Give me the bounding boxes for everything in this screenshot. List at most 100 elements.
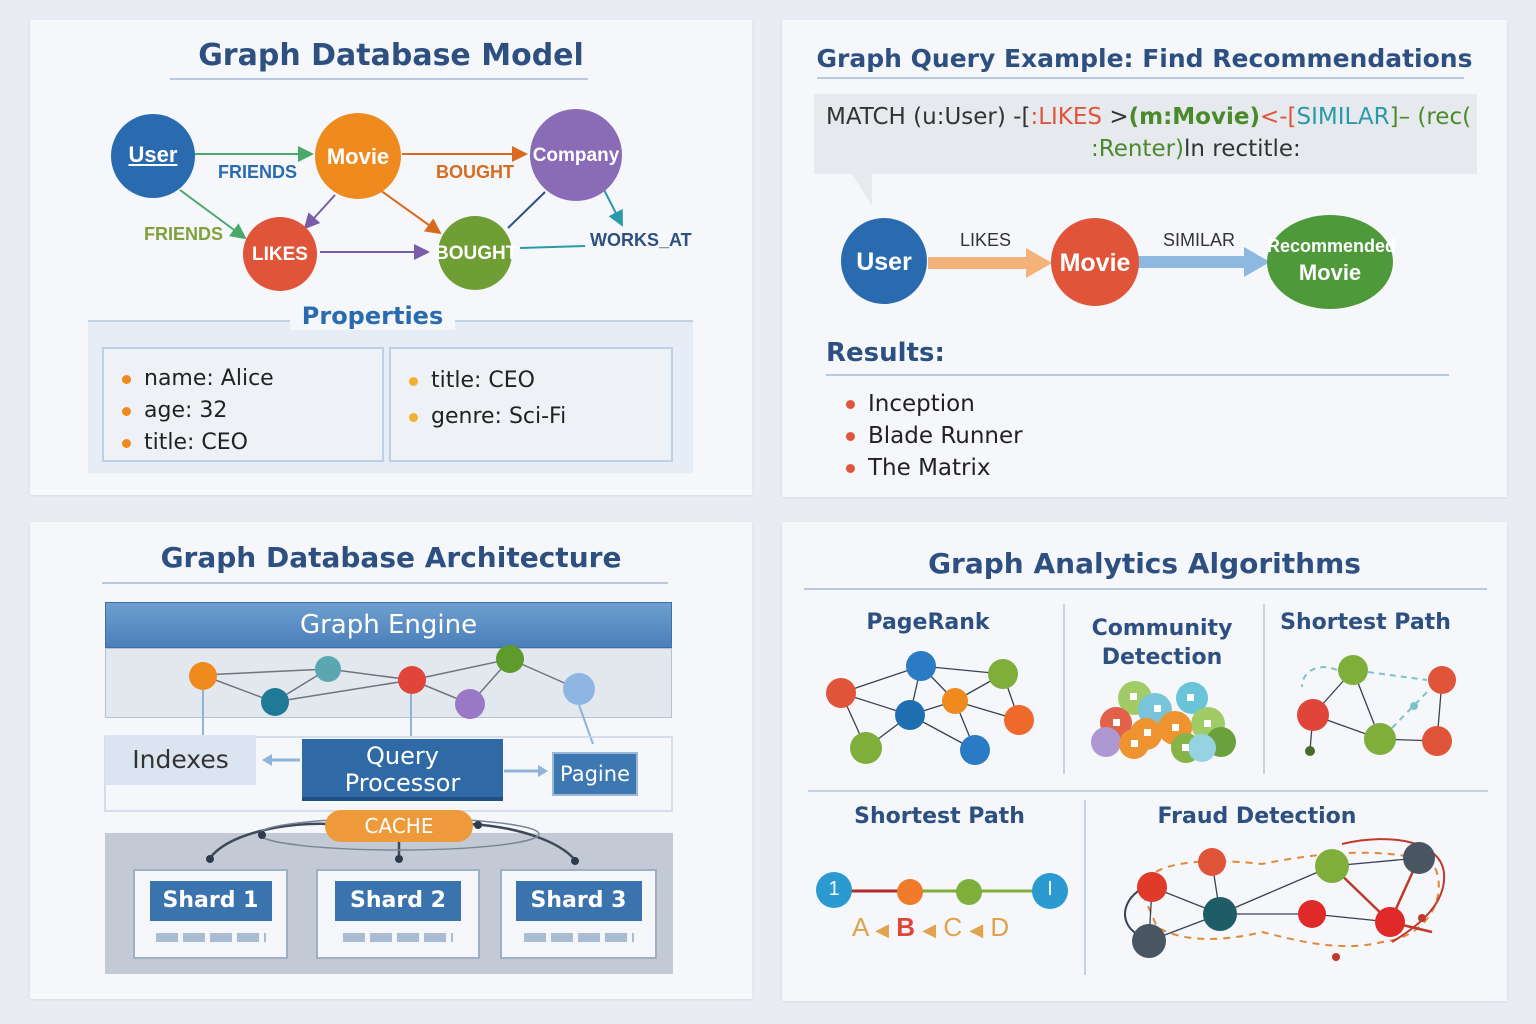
edge-label-bought: BOUGHT (436, 162, 514, 182)
node-user (841, 218, 927, 304)
community-title: Community Detection (1082, 614, 1242, 672)
query-processor-line-2: Processor (344, 769, 461, 797)
node-user-label: User (856, 248, 912, 276)
engine-node (315, 656, 341, 682)
list-item: title: CEO (122, 427, 382, 459)
node-user-label: User (128, 142, 178, 167)
divider-v3 (1084, 800, 1086, 975)
link-dot (474, 821, 482, 829)
path-letter-b: B (896, 912, 916, 942)
path-arrow: ◀ (875, 920, 889, 940)
fraud-node (1403, 842, 1435, 874)
divider-v2 (1263, 604, 1265, 774)
node-recommended-label-1: Recommended (1267, 236, 1397, 256)
divider-h (808, 790, 1488, 792)
path-letter-c: C (943, 912, 963, 942)
fraud-outline (1341, 838, 1446, 943)
node-movie-label: Movie (326, 144, 390, 169)
likes-arrow-shaft (928, 257, 1028, 269)
speech-pointer (852, 174, 872, 206)
engine-node (455, 689, 485, 719)
path-end-right-label: I (1047, 878, 1053, 900)
pagerank-title: PageRank (866, 610, 990, 635)
shortest-node (1364, 723, 1396, 755)
community-title-line-2: Detection (1101, 645, 1223, 670)
engine-node (496, 645, 524, 673)
link-dot (258, 831, 266, 839)
query-line-1: MATCH (u:User) -[:LIKES >(m:Movie)<-[SIM… (826, 104, 1472, 130)
community-marker (1131, 740, 1138, 747)
path-end-left (816, 872, 852, 908)
indexes-box: Indexes (105, 735, 256, 785)
query-line-2: :Renter)ln rectitle: (1091, 136, 1301, 162)
panel-title: Graph Database Model (198, 38, 584, 73)
edge-user-likes (179, 189, 247, 240)
results-title: Results: (826, 338, 945, 368)
community-marker (1182, 744, 1189, 751)
algorithms-diagram (816, 651, 1456, 961)
engine-node (563, 673, 595, 705)
graph-engine-header: Graph Engine (105, 602, 672, 648)
link-dot (395, 855, 403, 863)
node-bought (438, 216, 512, 290)
pagerank-node (850, 732, 882, 764)
edge-bought-works (519, 245, 586, 249)
fraud-detection-title: Fraud Detection (1157, 804, 1357, 829)
edge-label-likes: LIKES (960, 230, 1012, 250)
engine-node (398, 666, 426, 694)
shortest-node (1338, 655, 1368, 685)
shard-blocks (155, 933, 266, 942)
shard-card: Shard 3 (500, 869, 657, 959)
fraud-node (1203, 897, 1237, 931)
query-code-box: MATCH (u:User) -[:LIKES >(m:Movie)<-[SIM… (814, 94, 1477, 174)
query-example-panel: Graph Query Example: Find Recommendation… (782, 20, 1507, 497)
community-node (1188, 734, 1216, 762)
list-item: name: Alice (122, 363, 382, 395)
shard-card: Shard 2 (316, 869, 480, 959)
query-diagram (841, 174, 1393, 309)
engine-edge (273, 679, 413, 703)
shortest-node (1305, 746, 1315, 756)
engine-edge (201, 668, 329, 676)
analytics-panel: Graph Analytics Algorithms PageRank Comm… (782, 522, 1507, 1001)
fraud-node (1298, 900, 1326, 928)
list-item: title: CEO (409, 363, 671, 399)
title-divider (170, 78, 588, 80)
pagerank-node (895, 700, 925, 730)
shard-label: Shard 1 (149, 881, 272, 921)
graph-model-diagram (111, 109, 623, 291)
node-movie (315, 113, 401, 199)
list-item: The Matrix (846, 452, 1023, 484)
link-dot (206, 855, 214, 863)
likes-arrow-head (1026, 248, 1052, 278)
shard-blocks (343, 933, 453, 942)
title-divider (817, 77, 1464, 79)
fraud-node (1332, 953, 1340, 961)
node-likes (243, 217, 317, 291)
pagerank-node (960, 735, 990, 765)
list-item: age: 32 (122, 395, 382, 427)
similar-arrow-shaft (1138, 256, 1248, 268)
panel-title: Graph Database Architecture (160, 541, 622, 574)
title-divider (804, 588, 1487, 590)
fraud-node (1137, 872, 1167, 902)
community-title-line-1: Community (1091, 616, 1233, 641)
edge-label-friends: FRIENDS (218, 162, 298, 182)
node-likes-label: LIKES (252, 244, 308, 265)
query-processor-line-1: Query (366, 742, 439, 770)
shortest-node (1422, 726, 1452, 756)
similar-arrow-head (1244, 247, 1270, 277)
shortest-path-bottom-title: Shortest Path (854, 804, 1025, 829)
community-marker (1144, 729, 1151, 736)
edge-label-friends-2: FRIENDS (144, 224, 224, 244)
shortest-node (1297, 699, 1329, 731)
shortest-path-top-title: Shortest Path (1280, 610, 1451, 635)
cache-link (469, 822, 576, 861)
shortest-dashed (1391, 691, 1428, 729)
list-item: genre: Sci-Fi (409, 399, 671, 435)
node-movie-label: Movie (1059, 249, 1131, 277)
node-movie (1051, 218, 1139, 306)
